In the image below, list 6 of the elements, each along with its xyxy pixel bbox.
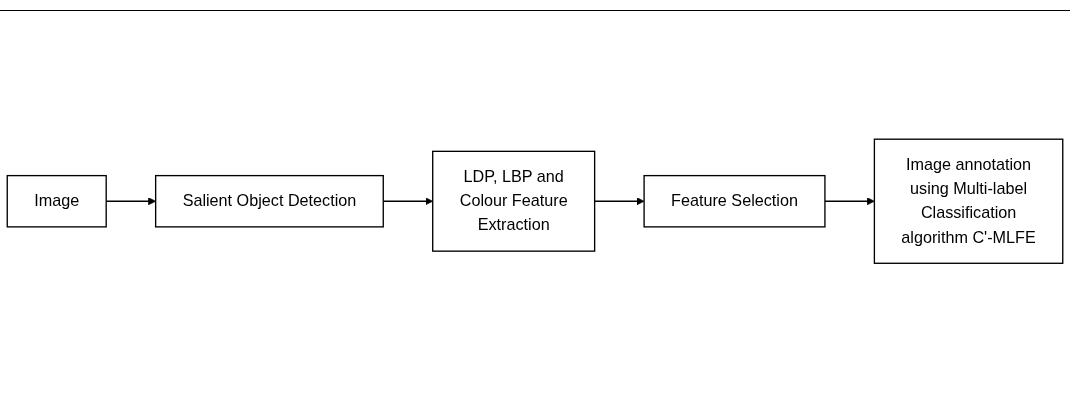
node-box: Feature Selection [643,174,826,228]
node-box: Salient Object Detection [154,174,384,228]
arrow [824,197,875,205]
node-box: Image annotation using Multi-label Classification algorithm C'-MLFE [873,138,1064,264]
node-box: Image [6,174,107,228]
node-box: LDP, LBP and Colour Feature Extraction [432,150,596,252]
